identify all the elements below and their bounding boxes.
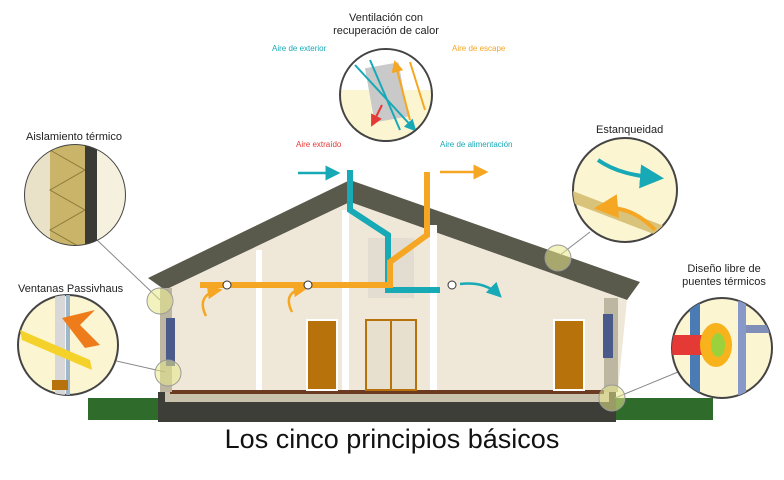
highlight-ring — [598, 384, 626, 412]
floor-slab — [165, 392, 609, 402]
duct-outlet — [222, 280, 232, 290]
windows-label: Ventanas Passivhaus — [18, 283, 124, 295]
roof — [148, 180, 640, 300]
door — [306, 319, 338, 391]
windows-callout — [17, 294, 119, 396]
extract-air-arrow — [287, 282, 309, 313]
extract-air-arrow — [201, 284, 223, 317]
thermal-bridge-callout — [671, 297, 773, 399]
outdoor-air-label: Aire de exterior — [272, 44, 327, 53]
partition — [342, 210, 349, 390]
airtightness-callout — [572, 137, 678, 243]
partition — [430, 225, 437, 390]
ventilation-callout — [339, 48, 433, 142]
highlight-ring — [146, 287, 174, 315]
ventilation-title-line2: recuperación de calor — [333, 25, 439, 37]
exhaust-air-label: Aire de escape — [452, 44, 506, 53]
supply-air-label: Aire de alimentación — [440, 140, 513, 149]
thermal-bridge-label-line1: Diseño libre de — [687, 263, 761, 275]
page-title: Los cinco principios básicos — [224, 424, 560, 454]
exhaust-air-duct — [200, 172, 430, 288]
highlight-ring — [544, 244, 572, 272]
insulation-label: Aislamiento térmico — [26, 131, 122, 143]
window — [603, 314, 613, 358]
thermal-bridge-label-line2: puentes térmicos — [682, 276, 766, 288]
highlight-ring — [154, 359, 182, 387]
thermal-bridge-label: Diseño libre de puentes térmicos — [672, 263, 776, 289]
duct-outlet — [303, 280, 313, 290]
outdoor-air-duct — [347, 170, 440, 293]
insulation-callout — [24, 144, 126, 246]
partition — [256, 250, 262, 390]
window — [166, 318, 175, 366]
duct-outlet — [447, 280, 457, 290]
supply-air-arrow — [459, 281, 502, 298]
door — [553, 319, 585, 391]
ventilation-title-line1: Ventilación con — [349, 12, 423, 24]
airtightness-label: Estanqueidad — [596, 124, 664, 136]
ventilation-title: Ventilación con recuperación de calor — [318, 12, 454, 38]
extract-air-label: Aire extraído — [296, 140, 342, 149]
